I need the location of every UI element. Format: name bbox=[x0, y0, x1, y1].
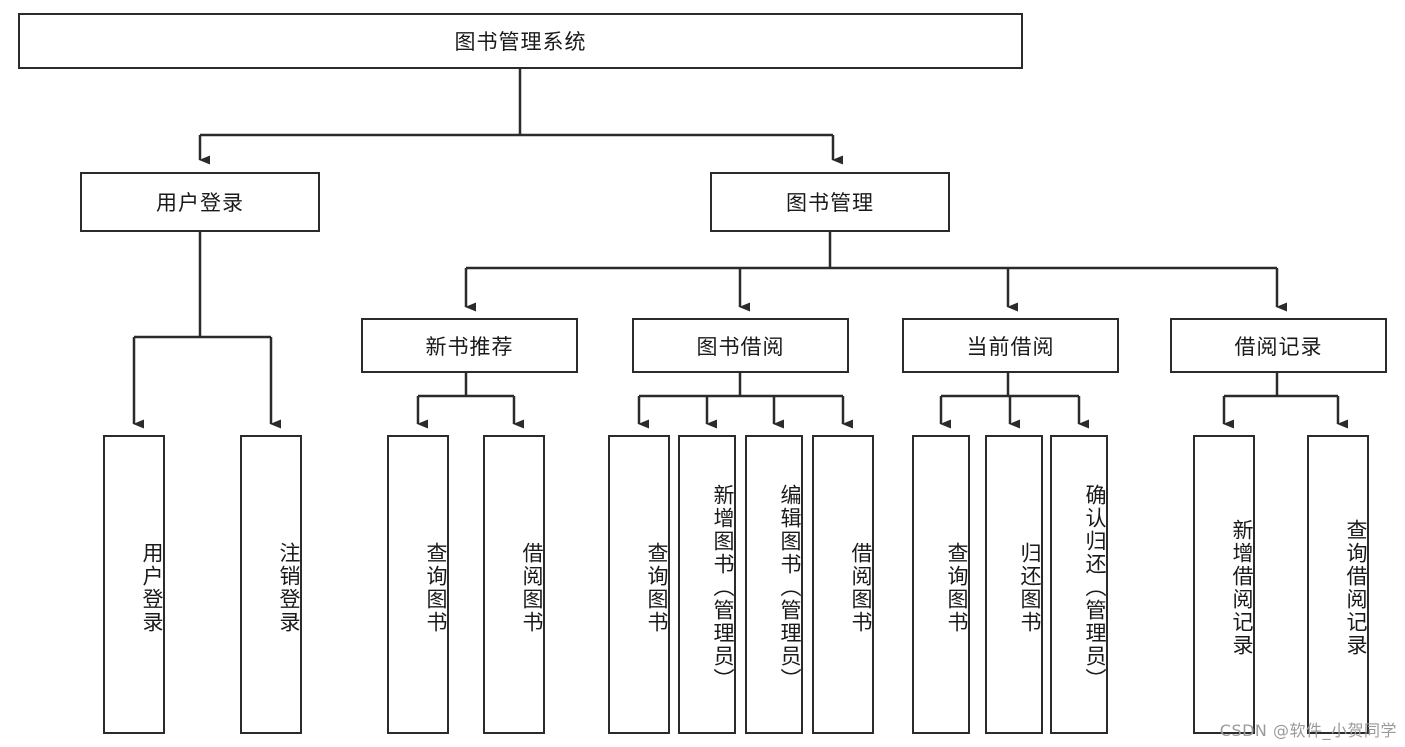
node-new-book-recommend-label: 新书推荐 bbox=[425, 334, 514, 359]
node-book-borrow-label: 图书借阅 bbox=[696, 334, 785, 359]
node-leaf-user-login-label: 用户登录 bbox=[140, 541, 164, 634]
node-borrow-record-label: 借阅记录 bbox=[1234, 334, 1323, 359]
node-leaf-record-query-label: 查询借阅记录 bbox=[1344, 518, 1368, 657]
node-leaf-borrow-lend-book-label: 借阅图书 bbox=[849, 541, 873, 634]
node-leaf-record-query[interactable]: 查询借阅记录 bbox=[1307, 435, 1369, 734]
node-leaf-borrow-edit-book[interactable]: 编辑图书（管理员） bbox=[745, 435, 803, 734]
node-leaf-user-logout[interactable]: 注销登录 bbox=[240, 435, 302, 734]
node-leaf-current-return-book[interactable]: 归还图书 bbox=[985, 435, 1043, 734]
node-leaf-recommend-borrow-book[interactable]: 借阅图书 bbox=[483, 435, 545, 734]
node-leaf-current-return-book-label: 归还图书 bbox=[1018, 541, 1042, 634]
node-root[interactable]: 图书管理系统 bbox=[18, 13, 1023, 69]
node-current-borrow-label: 当前借阅 bbox=[966, 334, 1055, 359]
node-current-borrow[interactable]: 当前借阅 bbox=[902, 318, 1119, 373]
node-leaf-recommend-query-book[interactable]: 查询图书 bbox=[387, 435, 449, 734]
node-book-manage[interactable]: 图书管理 bbox=[710, 172, 950, 232]
node-book-borrow[interactable]: 图书借阅 bbox=[632, 318, 849, 373]
node-leaf-user-logout-label: 注销登录 bbox=[277, 541, 301, 634]
watermark: CSDN @软件_小贺同学 bbox=[1219, 721, 1397, 740]
node-leaf-borrow-lend-book[interactable]: 借阅图书 bbox=[812, 435, 874, 734]
node-leaf-borrow-edit-book-label: 编辑图书（管理员） bbox=[778, 484, 802, 691]
node-leaf-record-add[interactable]: 新增借阅记录 bbox=[1193, 435, 1255, 734]
node-leaf-borrow-add-book-label: 新增图书（管理员） bbox=[711, 484, 735, 691]
node-user-login-label: 用户登录 bbox=[156, 191, 244, 215]
node-user-login[interactable]: 用户登录 bbox=[80, 172, 320, 232]
node-root-label: 图书管理系统 bbox=[454, 30, 587, 54]
node-borrow-record[interactable]: 借阅记录 bbox=[1170, 318, 1387, 373]
node-leaf-borrow-add-book[interactable]: 新增图书（管理员） bbox=[678, 435, 736, 734]
node-leaf-current-query-book[interactable]: 查询图书 bbox=[912, 435, 970, 734]
node-new-book-recommend[interactable]: 新书推荐 bbox=[361, 318, 578, 373]
node-book-manage-label: 图书管理 bbox=[786, 191, 874, 215]
node-leaf-current-confirm-return[interactable]: 确认归还（管理员） bbox=[1050, 435, 1108, 734]
node-leaf-borrow-query-book[interactable]: 查询图书 bbox=[608, 435, 670, 734]
node-leaf-recommend-borrow-book-label: 借阅图书 bbox=[520, 541, 544, 634]
node-leaf-current-query-book-label: 查询图书 bbox=[945, 541, 969, 634]
node-leaf-borrow-query-book-label: 查询图书 bbox=[645, 541, 669, 634]
node-leaf-user-login[interactable]: 用户登录 bbox=[103, 435, 165, 734]
node-leaf-recommend-query-book-label: 查询图书 bbox=[424, 541, 448, 634]
node-leaf-current-confirm-return-label: 确认归还（管理员） bbox=[1083, 484, 1107, 691]
node-leaf-record-add-label: 新增借阅记录 bbox=[1230, 518, 1254, 657]
